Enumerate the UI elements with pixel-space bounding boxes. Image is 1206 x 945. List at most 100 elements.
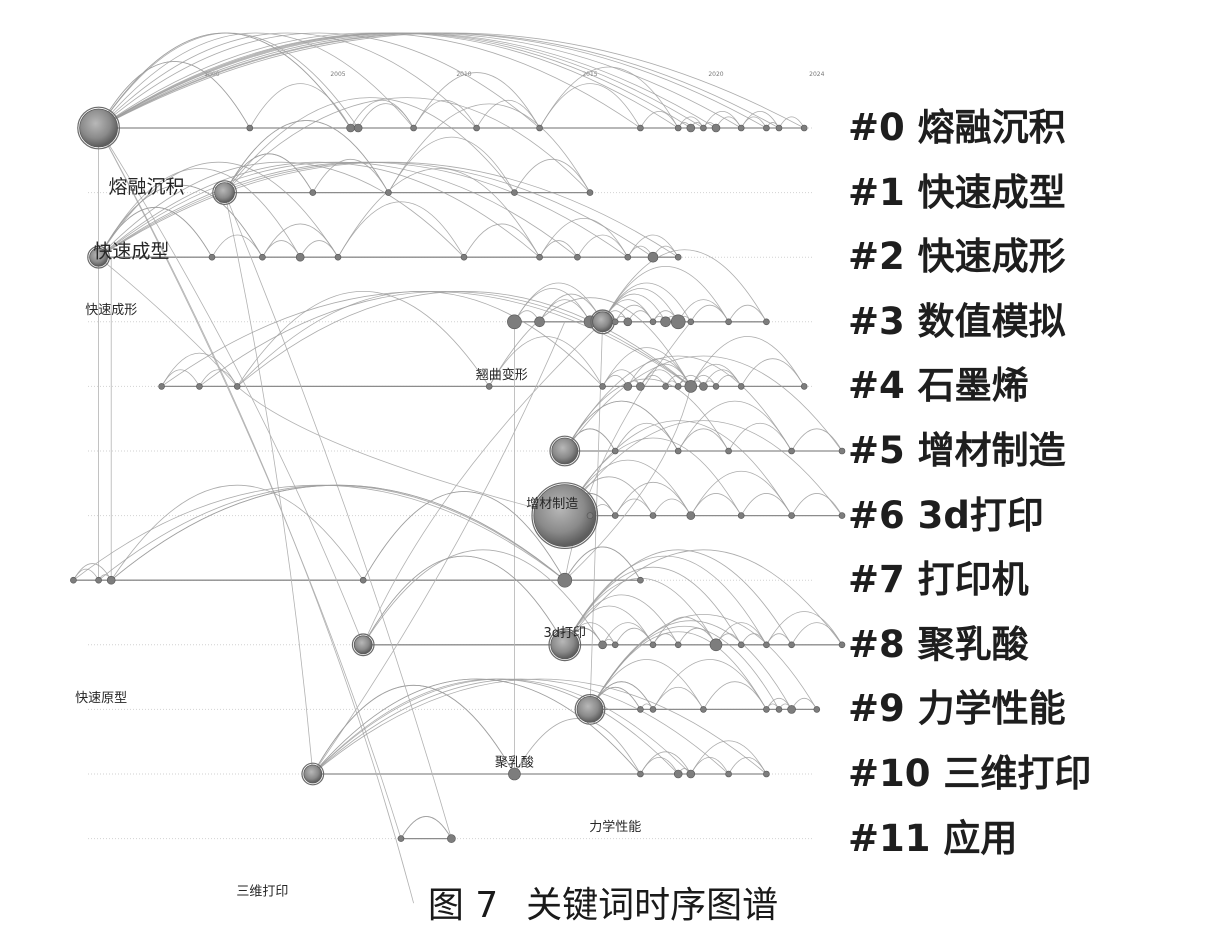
keyword-node <box>359 576 367 584</box>
cluster-label: #10 三维打印 <box>848 752 1092 795</box>
neighbour-arc <box>161 369 200 387</box>
hub-arc <box>564 355 792 452</box>
keyword-node <box>576 696 604 723</box>
skip-arc <box>262 223 339 258</box>
skip-arc <box>388 103 591 193</box>
skip-arc <box>110 484 566 581</box>
neighbour-arc <box>362 491 566 581</box>
keyword-node <box>670 314 686 330</box>
keyword-node <box>208 253 216 261</box>
skip-arc <box>627 234 679 258</box>
keyword-node <box>686 511 696 520</box>
keyword-node <box>686 123 696 133</box>
keyword-node <box>662 383 669 390</box>
figure-number: 图 7 <box>427 885 499 926</box>
skip-arc <box>350 100 414 129</box>
cross-link <box>312 321 566 775</box>
hub-arc <box>602 266 729 322</box>
cluster-label: #6 3d打印 <box>848 493 1044 537</box>
skip-arc <box>236 291 603 387</box>
keyword-node <box>334 253 342 261</box>
skip-arc <box>539 218 629 258</box>
hub-arc <box>564 420 843 516</box>
keyword-node <box>507 314 522 330</box>
skip-arc <box>640 751 692 775</box>
hub-arc <box>589 614 818 710</box>
keyword-label: 三维打印 <box>236 885 288 900</box>
cross-link <box>224 192 452 839</box>
neighbour-arc <box>652 498 692 516</box>
skip-arc <box>602 369 641 387</box>
keyword-label: 力学性能 <box>589 819 641 835</box>
skip-arc <box>614 481 692 516</box>
hub-arc <box>98 161 339 258</box>
hub-arc <box>224 97 591 193</box>
figure-title: 关键词时序图谱 <box>526 885 779 926</box>
skip-arc <box>161 352 238 387</box>
cluster-label: #4 石墨烯 <box>848 364 1029 408</box>
keyword-label: 增材制造 <box>526 497 578 512</box>
hub-arc <box>224 97 515 193</box>
hub-arc <box>98 32 414 129</box>
keyword-node <box>89 247 108 267</box>
skip-arc <box>766 611 843 645</box>
keyword-node <box>725 447 732 455</box>
neighbour-arc <box>728 304 767 322</box>
cross-link <box>564 386 692 581</box>
keyword-node <box>787 705 796 714</box>
keyword-node <box>674 447 682 455</box>
keyword-node <box>196 383 203 390</box>
skip-arc <box>602 622 654 645</box>
cross-link <box>98 256 238 387</box>
keyword-node <box>788 641 795 649</box>
year-tick-label: 2005 <box>330 71 345 78</box>
cluster-label: #0 熔融沉积 <box>848 106 1066 149</box>
neighbour-arc <box>299 240 339 258</box>
hub-arc <box>236 291 692 387</box>
neighbour-arc <box>224 153 314 193</box>
keyword-node <box>737 512 745 519</box>
neighbour-arc <box>740 493 792 516</box>
hub-arc <box>564 577 717 645</box>
keyword-node <box>460 253 468 261</box>
neighbour-arc <box>690 493 742 516</box>
node-halo <box>77 106 121 150</box>
hub-arc <box>73 484 566 581</box>
skip-arc <box>677 299 729 322</box>
hub-arc <box>312 678 641 775</box>
hub-arc <box>199 291 692 387</box>
neighbour-arc <box>791 428 843 452</box>
cluster-label: #5 增材制造 <box>848 429 1066 472</box>
keyword-node <box>788 512 795 519</box>
hub-arc <box>98 161 465 258</box>
neighbour-arc <box>539 83 641 129</box>
skip-arc <box>73 563 112 581</box>
keyword-node <box>385 189 392 196</box>
cross-link <box>224 192 314 775</box>
skip-arc <box>703 369 742 387</box>
keyword-node <box>611 641 619 649</box>
keyword-node <box>712 383 720 390</box>
hub-arc <box>602 249 767 322</box>
node-halo <box>87 245 110 269</box>
neighbour-arc <box>690 756 729 775</box>
hub-arc <box>98 32 477 129</box>
keyword-node <box>598 640 607 650</box>
hub-arc <box>98 168 301 258</box>
keyword-node <box>353 635 373 655</box>
keyword-node <box>623 317 633 327</box>
skip-arc <box>740 110 780 129</box>
keyword-node <box>637 576 644 584</box>
co-occurrence-arcs <box>73 32 843 839</box>
keyword-node <box>711 123 721 133</box>
neighbour-arc <box>614 498 654 516</box>
keyword-node <box>346 123 355 133</box>
neighbour-arc <box>362 555 566 645</box>
keyword-node <box>611 318 619 326</box>
cluster-label: #8 聚乳酸 <box>848 622 1029 666</box>
hub-arc <box>362 555 566 645</box>
keyword-node <box>534 316 545 328</box>
keyword-node <box>700 706 707 713</box>
keyword-node <box>550 630 580 660</box>
skip-arc <box>98 184 263 258</box>
